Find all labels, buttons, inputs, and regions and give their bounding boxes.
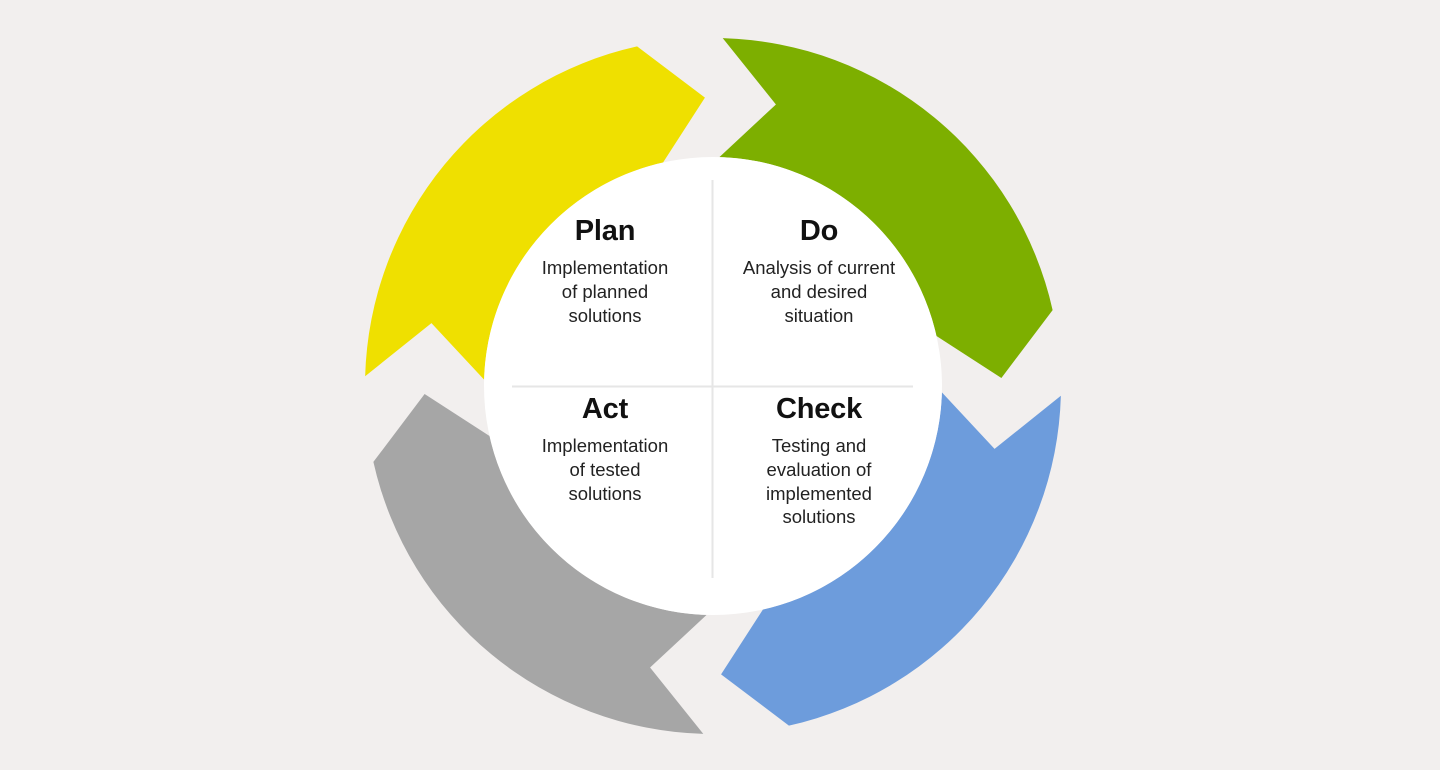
quadrant-plan-title: Plan <box>574 215 636 247</box>
quadrant-plan-desc-line-3: solutions <box>568 304 642 326</box>
quadrant-plan[interactable]: Plan Implementation of planned solutions <box>512 216 712 327</box>
quadrant-check-desc-line-3: implemented <box>766 482 872 504</box>
quadrant-check-description: Testing and evaluation of implemented so… <box>726 434 912 529</box>
quadrant-act-desc-line-2: of tested <box>569 459 641 481</box>
quadrant-check-title: Check <box>775 393 863 425</box>
quadrant-do-title: Do <box>799 215 839 247</box>
quadrant-act[interactable]: Act Implementation of tested solutions <box>512 394 712 505</box>
ring-segment-act[interactable] <box>373 394 707 734</box>
quadrant-act-desc-line-3: solutions <box>568 482 642 504</box>
quadrant-plan-desc-line-2: of planned <box>561 281 649 303</box>
quadrant-check-desc-line-4: solutions <box>782 506 856 528</box>
quadrant-check[interactable]: Check Testing and evaluation of implemen… <box>712 394 912 529</box>
quadrant-do-desc-line-3: situation <box>784 304 854 326</box>
quadrant-act-title: Act <box>581 393 629 425</box>
quadrant-plan-description: Implementation of planned solutions <box>512 256 698 327</box>
quadrant-check-desc-line-1: Testing and <box>771 435 867 457</box>
quadrant-do[interactable]: Do Analysis of current and desired situa… <box>712 216 912 327</box>
quadrant-do-description: Analysis of current and desired situatio… <box>726 256 912 327</box>
ring-segment-check[interactable] <box>721 392 1061 726</box>
ring-segments-group <box>365 38 1061 734</box>
quadrant-do-desc-line-1: Analysis of current <box>742 257 896 279</box>
quadrant-act-desc-line-1: Implementation <box>541 435 669 457</box>
ring-segment-do[interactable] <box>719 38 1053 378</box>
quadrant-do-desc-line-2: and desired <box>770 281 868 303</box>
quadrant-plan-desc-line-1: Implementation <box>541 257 669 279</box>
ring-segment-plan[interactable] <box>365 46 705 380</box>
quadrant-act-description: Implementation of tested solutions <box>512 434 698 505</box>
quadrant-check-desc-line-2: evaluation of <box>766 459 872 481</box>
